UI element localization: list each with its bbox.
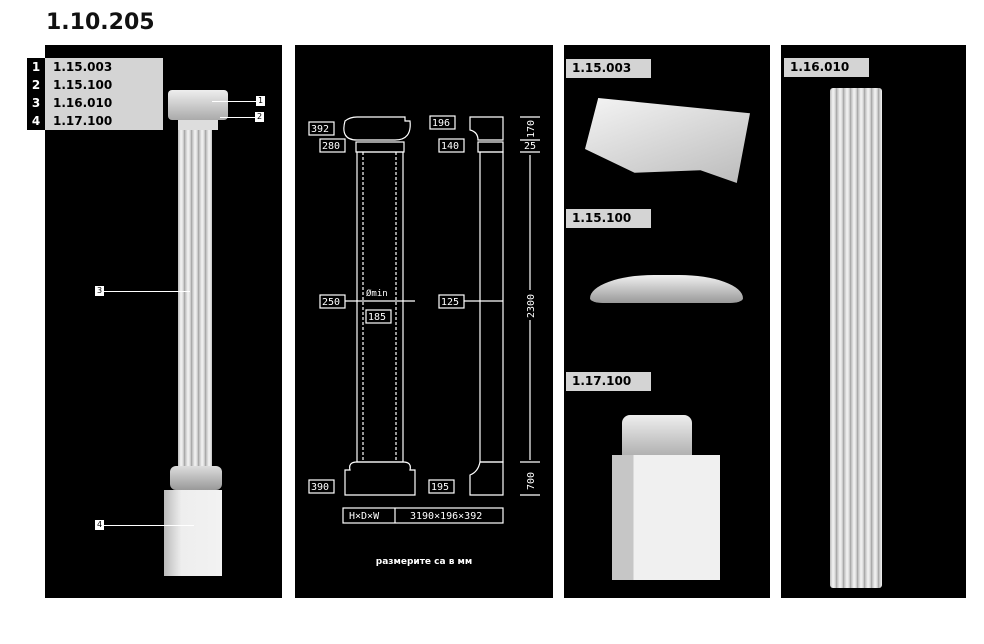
dim-185: 185: [368, 312, 386, 323]
callout-line: [220, 117, 255, 118]
callout-line: [104, 525, 194, 526]
dim-25: 25: [524, 141, 536, 152]
legend-code: 1.16.010: [45, 94, 163, 112]
dim-392: 392: [311, 124, 329, 135]
callout-line: [212, 101, 256, 102]
callout-2: 2: [255, 112, 264, 122]
dim-280: 280: [322, 141, 340, 152]
hdw-label: H×D×W: [349, 511, 380, 522]
legend-code: 1.17.100: [45, 112, 163, 130]
dim-diameter-min: Ømin: [366, 288, 388, 299]
fluted-shaft-image: [830, 88, 882, 588]
legend-num: 1: [27, 58, 45, 76]
callout-4: 4: [95, 520, 104, 530]
capital-image: [168, 90, 228, 120]
dim-390: 390: [311, 482, 329, 493]
dim-195: 195: [431, 482, 449, 493]
hdw-value: 3190×196×392: [410, 511, 482, 522]
legend-num: 2: [27, 76, 45, 94]
dim-700: 700: [526, 472, 537, 490]
callout-3: 3: [95, 286, 104, 296]
necking-image: [178, 120, 218, 130]
dim-125: 125: [441, 297, 459, 308]
dim-250: 250: [322, 297, 340, 308]
base-part-image: [622, 415, 692, 460]
part-tag-capital: 1.15.003: [566, 59, 651, 78]
necking-ring-image: [590, 275, 743, 303]
shaft-image: [178, 130, 212, 470]
legend-code: 1.15.003: [45, 58, 163, 76]
legend-num: 4: [27, 112, 45, 130]
base-image: [170, 466, 222, 490]
dim-2300: 2300: [526, 294, 537, 318]
assembled-column-panel: [45, 45, 282, 598]
pedestal-image: [164, 490, 222, 576]
legend-num: 3: [27, 94, 45, 112]
product-code-title: 1.10.205: [46, 10, 155, 35]
dim-170: 170: [526, 120, 537, 138]
part-tag-necking: 1.15.100: [566, 209, 651, 228]
callout-line: [104, 291, 190, 292]
part-tag-shaft: 1.16.010: [784, 58, 869, 77]
dim-140: 140: [441, 141, 459, 152]
dim-196: 196: [432, 118, 450, 129]
callout-1: 1: [256, 96, 265, 106]
pedestal-part-image: [612, 455, 720, 580]
part-tag-base: 1.17.100: [566, 372, 651, 391]
units-note: размерите са в мм: [376, 557, 473, 567]
technical-drawing: 392 280 250 Ømin 185 390 196 140 125 195…: [308, 115, 540, 567]
technical-drawing-panel: [295, 45, 553, 598]
legend-code: 1.15.100: [45, 76, 163, 94]
